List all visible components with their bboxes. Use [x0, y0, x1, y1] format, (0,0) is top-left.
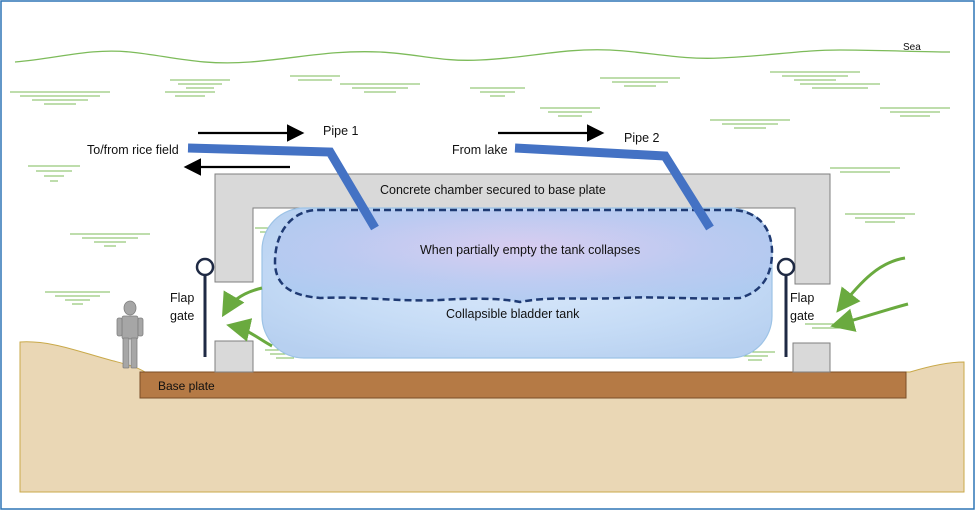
water-marks: [10, 71, 950, 361]
collapse-note-label: When partially empty the tank collapses: [420, 243, 640, 257]
flap-gate-left: [195, 257, 215, 357]
sea-label: Sea: [903, 42, 921, 53]
flap-gate-right-label-2: gate: [790, 309, 814, 323]
concrete-chamber: [214, 173, 831, 285]
flap-gate-left-label-2: gate: [170, 309, 194, 323]
pipe1-label: Pipe 1: [323, 124, 358, 138]
from-lake-label: From lake: [452, 143, 508, 157]
person-figure: [116, 300, 144, 369]
bladder-tank-label: Collapsible bladder tank: [446, 307, 580, 321]
base-plate-label: Base plate: [158, 379, 215, 393]
chamber-footing-right: [792, 342, 831, 373]
flap-gate-right: [776, 257, 796, 357]
collapsed-tank-outline: [273, 208, 774, 304]
flap-gate-right-label-1: Flap: [790, 291, 814, 305]
chamber-footing-left: [214, 340, 254, 373]
chamber-label: Concrete chamber secured to base plate: [380, 183, 606, 197]
base-plate: [139, 371, 907, 399]
pipe-1: [187, 143, 379, 231]
rice-field-label: To/from rice field: [87, 143, 179, 157]
pipe-2: [514, 143, 714, 231]
flap-gate-left-label-1: Flap: [170, 291, 194, 305]
pipe2-label: Pipe 2: [624, 131, 659, 145]
sea-surface-line: [14, 49, 951, 64]
water-flow-arrows: [221, 256, 909, 348]
